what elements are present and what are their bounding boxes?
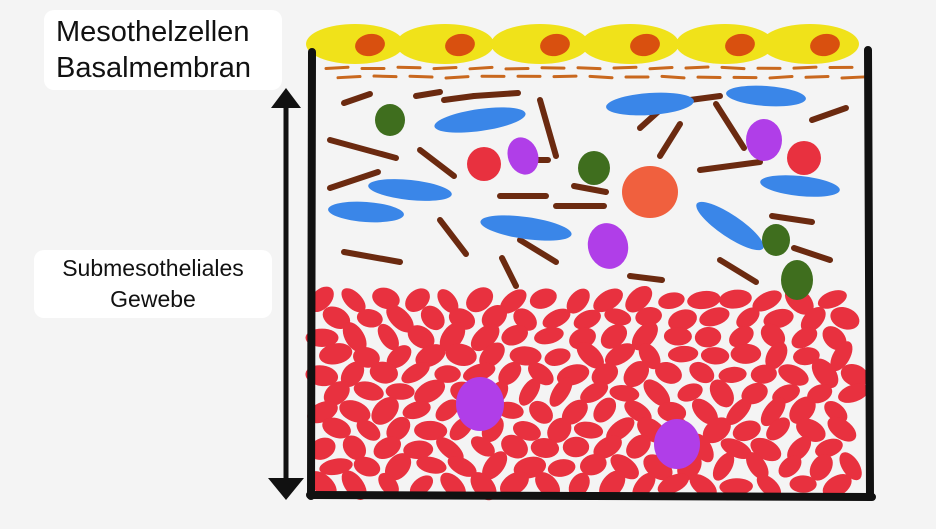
membrane-dash [434,68,456,69]
membrane-dash [446,77,468,78]
membrane-dash [374,76,396,77]
collagen-fiber [502,258,516,286]
membrane-dash [410,76,432,77]
mesothelial-cell [676,24,774,64]
red-cell [787,141,821,175]
purple-cell [583,219,634,274]
membrane-dash [470,67,492,68]
membrane-dash [554,76,576,77]
membrane-dash [650,67,672,68]
collagen-fiber [574,186,606,192]
membrane-dash [590,76,612,77]
red-cell [467,147,501,181]
collagen-fiber [716,104,744,148]
collagen-fiber [474,93,518,96]
frame-right-edge [868,50,870,496]
membrane-dash [338,77,360,78]
membrane-dash [794,67,816,68]
collagen-fiber [700,162,760,170]
membrane-dash [578,68,600,69]
submesothelial-label-line2: Gewebe [34,284,272,315]
membrane-dash [806,76,828,77]
green-cell [375,104,405,136]
collagen-fiber [812,108,846,120]
collagen-fiber [444,96,474,100]
membrane-dash [326,67,348,68]
blue-fiber [691,195,770,258]
double-arrow-icon [268,88,304,500]
collagen-fiber [630,276,662,280]
basement-membrane [326,67,864,78]
membrane-dash [686,67,708,68]
collagen-fiber [660,124,680,156]
submesothelial-label-line1: Submesotheliales [34,253,272,284]
orange-cell [622,166,678,218]
blue-fiber [367,176,453,205]
blue-fiber [327,199,404,224]
loose-connective-tissue [327,83,846,300]
red-cell [563,436,590,457]
green-cell [762,224,790,256]
collagen-fiber [420,150,454,176]
membrane-dash [842,77,864,78]
collagen-fiber [540,100,556,156]
purple-cell [456,377,504,431]
red-cell [694,326,722,349]
red-cell [664,327,692,346]
frame-left-edge [311,52,312,496]
mesothelial-cell [581,24,679,64]
purple-cell [654,419,700,469]
mesothelial-cell-layer [306,24,859,64]
mesothelial-cell [491,24,589,64]
frame-bottom-edge [310,495,872,497]
collagen-fiber [330,140,396,158]
blue-fiber [479,211,573,246]
mesothelial-cell [306,24,404,64]
green-cell [781,260,813,300]
green-cell [578,151,610,185]
side-label-box: Submesotheliales Gewebe [34,250,272,318]
blue-fiber [759,172,841,200]
blue-fiber [433,103,527,138]
mesothelial-cell [761,24,859,64]
collagen-fiber [440,220,466,254]
collagen-fiber [520,240,556,262]
purple-cell [502,133,543,179]
collagen-fiber [416,92,440,96]
red-cell [657,290,686,311]
red-cell [700,346,729,365]
membrane-dash [614,67,636,68]
blue-fiber [725,83,806,109]
mesothelial-cell [396,24,494,64]
red-cell [718,288,753,311]
mesothelial-cells-label: Mesothelzellen [56,14,282,50]
membrane-dash [662,76,684,77]
collagen-fiber [794,248,830,260]
red-cell [667,345,698,363]
basement-membrane-label: Basalmembran [56,50,282,86]
collagen-fiber [344,94,370,103]
collagen-fiber [720,260,756,282]
red-cell [532,324,565,347]
dense-red-cell-layer [304,281,873,505]
membrane-dash [722,67,744,68]
collagen-fiber [344,252,400,262]
top-label-box: Mesothelzellen Basalmembran [44,10,282,90]
purple-cell [746,119,782,161]
collagen-fiber [772,216,812,222]
collagen-fiber [690,96,720,100]
blue-fiber [605,90,694,118]
red-cell [543,346,573,369]
membrane-dash [770,76,792,77]
red-cell [527,285,560,313]
